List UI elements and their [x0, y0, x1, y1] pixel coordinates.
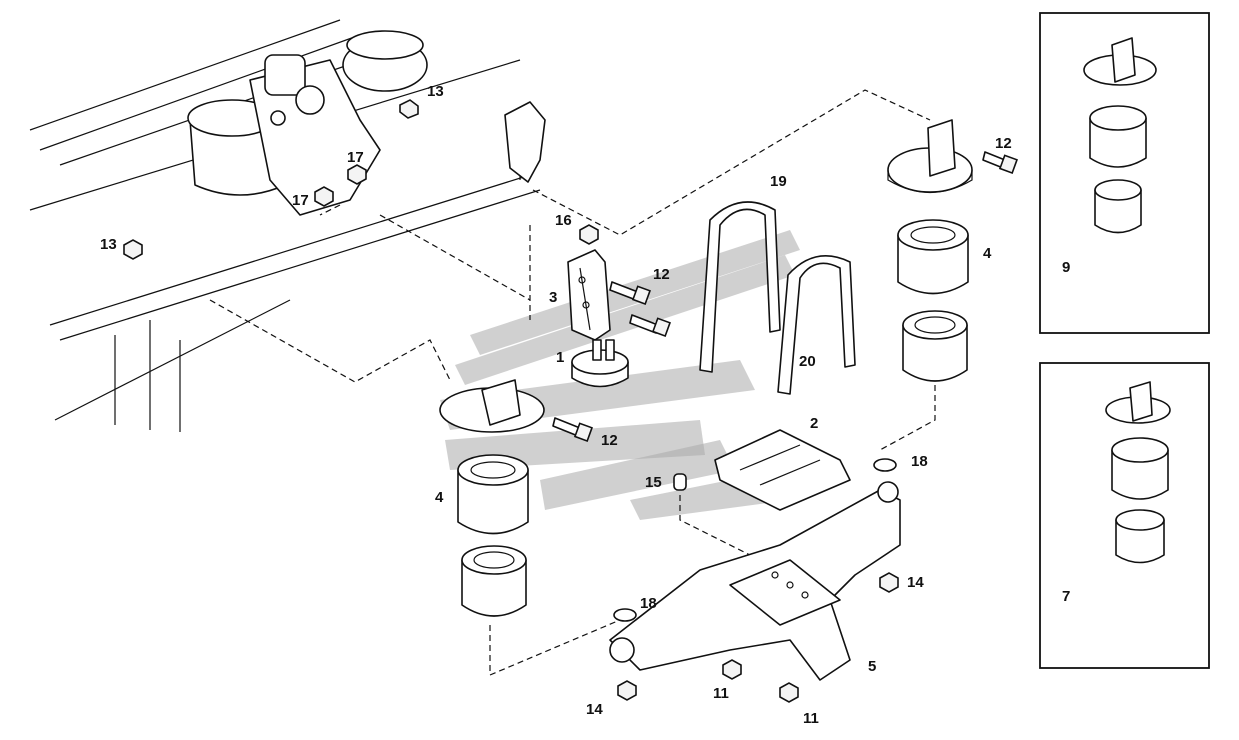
part-4-rubber-lower-right: [902, 310, 968, 382]
part-2-seat: [714, 429, 851, 511]
callout-13-left: 13: [100, 236, 117, 253]
part-4-rubber-upper: [897, 219, 969, 295]
nut-11-right: [779, 682, 799, 703]
saddle-plate-right: [887, 119, 973, 194]
assembly-lines: [209, 89, 936, 676]
part-5-walking-beam: [609, 481, 901, 681]
frame-bracket: [504, 101, 546, 183]
callout-7: 7: [1062, 588, 1070, 605]
bolt-12-middle: [629, 314, 671, 337]
callout-13-upper: 13: [427, 83, 444, 100]
callout-16: 16: [555, 212, 572, 229]
part-15-pin: [673, 473, 687, 491]
inset-variant-9: [1039, 12, 1210, 334]
inset-variant-7: [1039, 362, 1210, 669]
nut-17-lower: [314, 186, 334, 207]
callout-14-right: 14: [907, 574, 924, 591]
u-bolt-20: [777, 255, 856, 395]
callout-9: 9: [1062, 259, 1070, 276]
part-4-rubber-lower-left: [461, 545, 527, 617]
callout-19: 19: [770, 173, 787, 190]
callout-2: 2: [810, 415, 818, 432]
callout-15: 15: [645, 474, 662, 491]
callout-17-lower: 17: [292, 192, 309, 209]
nut-13-upper: [399, 99, 419, 119]
nut-16: [579, 224, 599, 245]
callout-20: 20: [799, 353, 816, 370]
bolt-12-right: [982, 151, 1018, 174]
callout-3: 3: [549, 289, 557, 306]
saddle-plate-left: [439, 379, 545, 433]
nut-14-left: [617, 680, 637, 701]
callout-11-right: 11: [803, 710, 819, 727]
callout-11-left: 11: [713, 685, 729, 702]
part-1-pad: [571, 339, 629, 388]
callout-12-lower: 12: [601, 432, 618, 449]
callout-4-left: 4: [435, 489, 444, 506]
nut-13-left: [123, 239, 143, 260]
nut-11-left: [722, 659, 742, 680]
part-4-rubber-left: [457, 454, 529, 535]
bolt-12-lower: [552, 417, 593, 442]
nut-17-upper: [347, 164, 367, 185]
bolt-12-upper: [609, 281, 651, 305]
callout-14-left: 14: [586, 701, 603, 718]
callout-1: 1: [556, 349, 564, 366]
part-3-bracket: [567, 249, 611, 341]
upper-suspension-assembly: [187, 30, 428, 216]
u-bolt-19: [699, 201, 781, 373]
callout-12-right: 12: [995, 135, 1012, 152]
washer-18-right: [873, 458, 897, 472]
callout-12-upper: 12: [653, 266, 670, 283]
callout-18-right: 18: [911, 453, 928, 470]
nut-14-right: [879, 572, 899, 593]
callout-18-left: 18: [640, 595, 657, 612]
callout-4-right: 4: [983, 245, 992, 262]
callout-17-upper: 17: [347, 149, 364, 166]
washer-18-left: [613, 608, 637, 622]
callout-5: 5: [868, 658, 876, 675]
